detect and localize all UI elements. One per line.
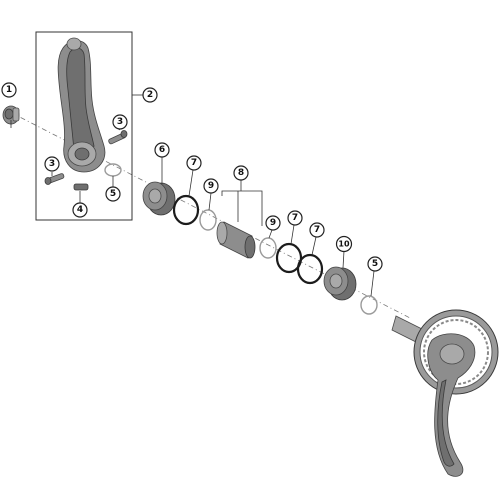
leader-10: [342, 250, 345, 269]
callout-9-first-label: 9: [208, 181, 214, 191]
callout-8-label: 8: [238, 168, 244, 178]
callout-5-left: 5: [105, 186, 121, 202]
callout-6: 6: [154, 142, 170, 158]
part-o-ring-right: [360, 295, 378, 315]
callout-7-second: 7: [287, 210, 303, 226]
part-pinch-bolt-upper: [108, 130, 128, 145]
leader-7b: [290, 224, 295, 245]
callout-2-label: 2: [147, 90, 153, 100]
callout-5-right-label: 5: [372, 259, 378, 269]
callout-8: 8: [233, 165, 249, 181]
callout-7-first: 7: [186, 155, 202, 171]
callout-3-upper-label: 3: [117, 117, 123, 127]
part-o-ring-left: [104, 163, 122, 177]
part-safety-plate: [73, 183, 89, 191]
part-washer-1: [199, 209, 217, 231]
callout-10-label: 10: [338, 240, 350, 249]
callout-7-third: 7: [309, 222, 325, 238]
leader-7c: [311, 236, 317, 256]
part-right-bearing-cup: [323, 266, 357, 301]
leader-7a: [188, 169, 194, 197]
callout-3-lower-label: 3: [49, 159, 55, 169]
callout-4-label: 4: [77, 205, 83, 215]
crank-arm-group-box: [35, 31, 133, 221]
part-spacer-ring-3: [296, 253, 324, 285]
leader-5b: [370, 270, 375, 297]
part-spacer-ring-1: [172, 194, 200, 226]
part-spacer-ring-2: [275, 242, 303, 274]
part-left-bearing-cup: [142, 181, 176, 216]
callout-7-third-label: 7: [314, 225, 320, 235]
callout-9-first: 9: [203, 178, 219, 194]
part-pinch-bolt-lower: [44, 173, 65, 185]
callout-2: 2: [142, 87, 158, 103]
callout-5-right: 5: [367, 256, 383, 272]
leader-9a: [208, 192, 212, 211]
callout-3-upper: 3: [112, 114, 128, 130]
part-left-crank-arm: [57, 37, 106, 173]
part-washer-2: [259, 237, 277, 259]
callout-1: 1: [1, 82, 17, 98]
callout-1-label: 1: [6, 85, 12, 95]
callout-5-left-label: 5: [110, 189, 116, 199]
callout-7-first-label: 7: [191, 158, 197, 168]
leader-9b: [268, 229, 273, 239]
leader-8: [221, 190, 263, 226]
callout-7-second-label: 7: [292, 213, 298, 223]
callout-4: 4: [72, 202, 88, 218]
callout-9-second: 9: [265, 215, 281, 231]
part-right-crank-chainring: [391, 309, 499, 477]
callout-9-second-label: 9: [270, 218, 276, 228]
part-inner-cover-tube: [216, 221, 256, 259]
callout-10: 10: [335, 235, 353, 253]
callout-6-label: 6: [159, 145, 165, 155]
callout-3-lower: 3: [44, 156, 60, 172]
